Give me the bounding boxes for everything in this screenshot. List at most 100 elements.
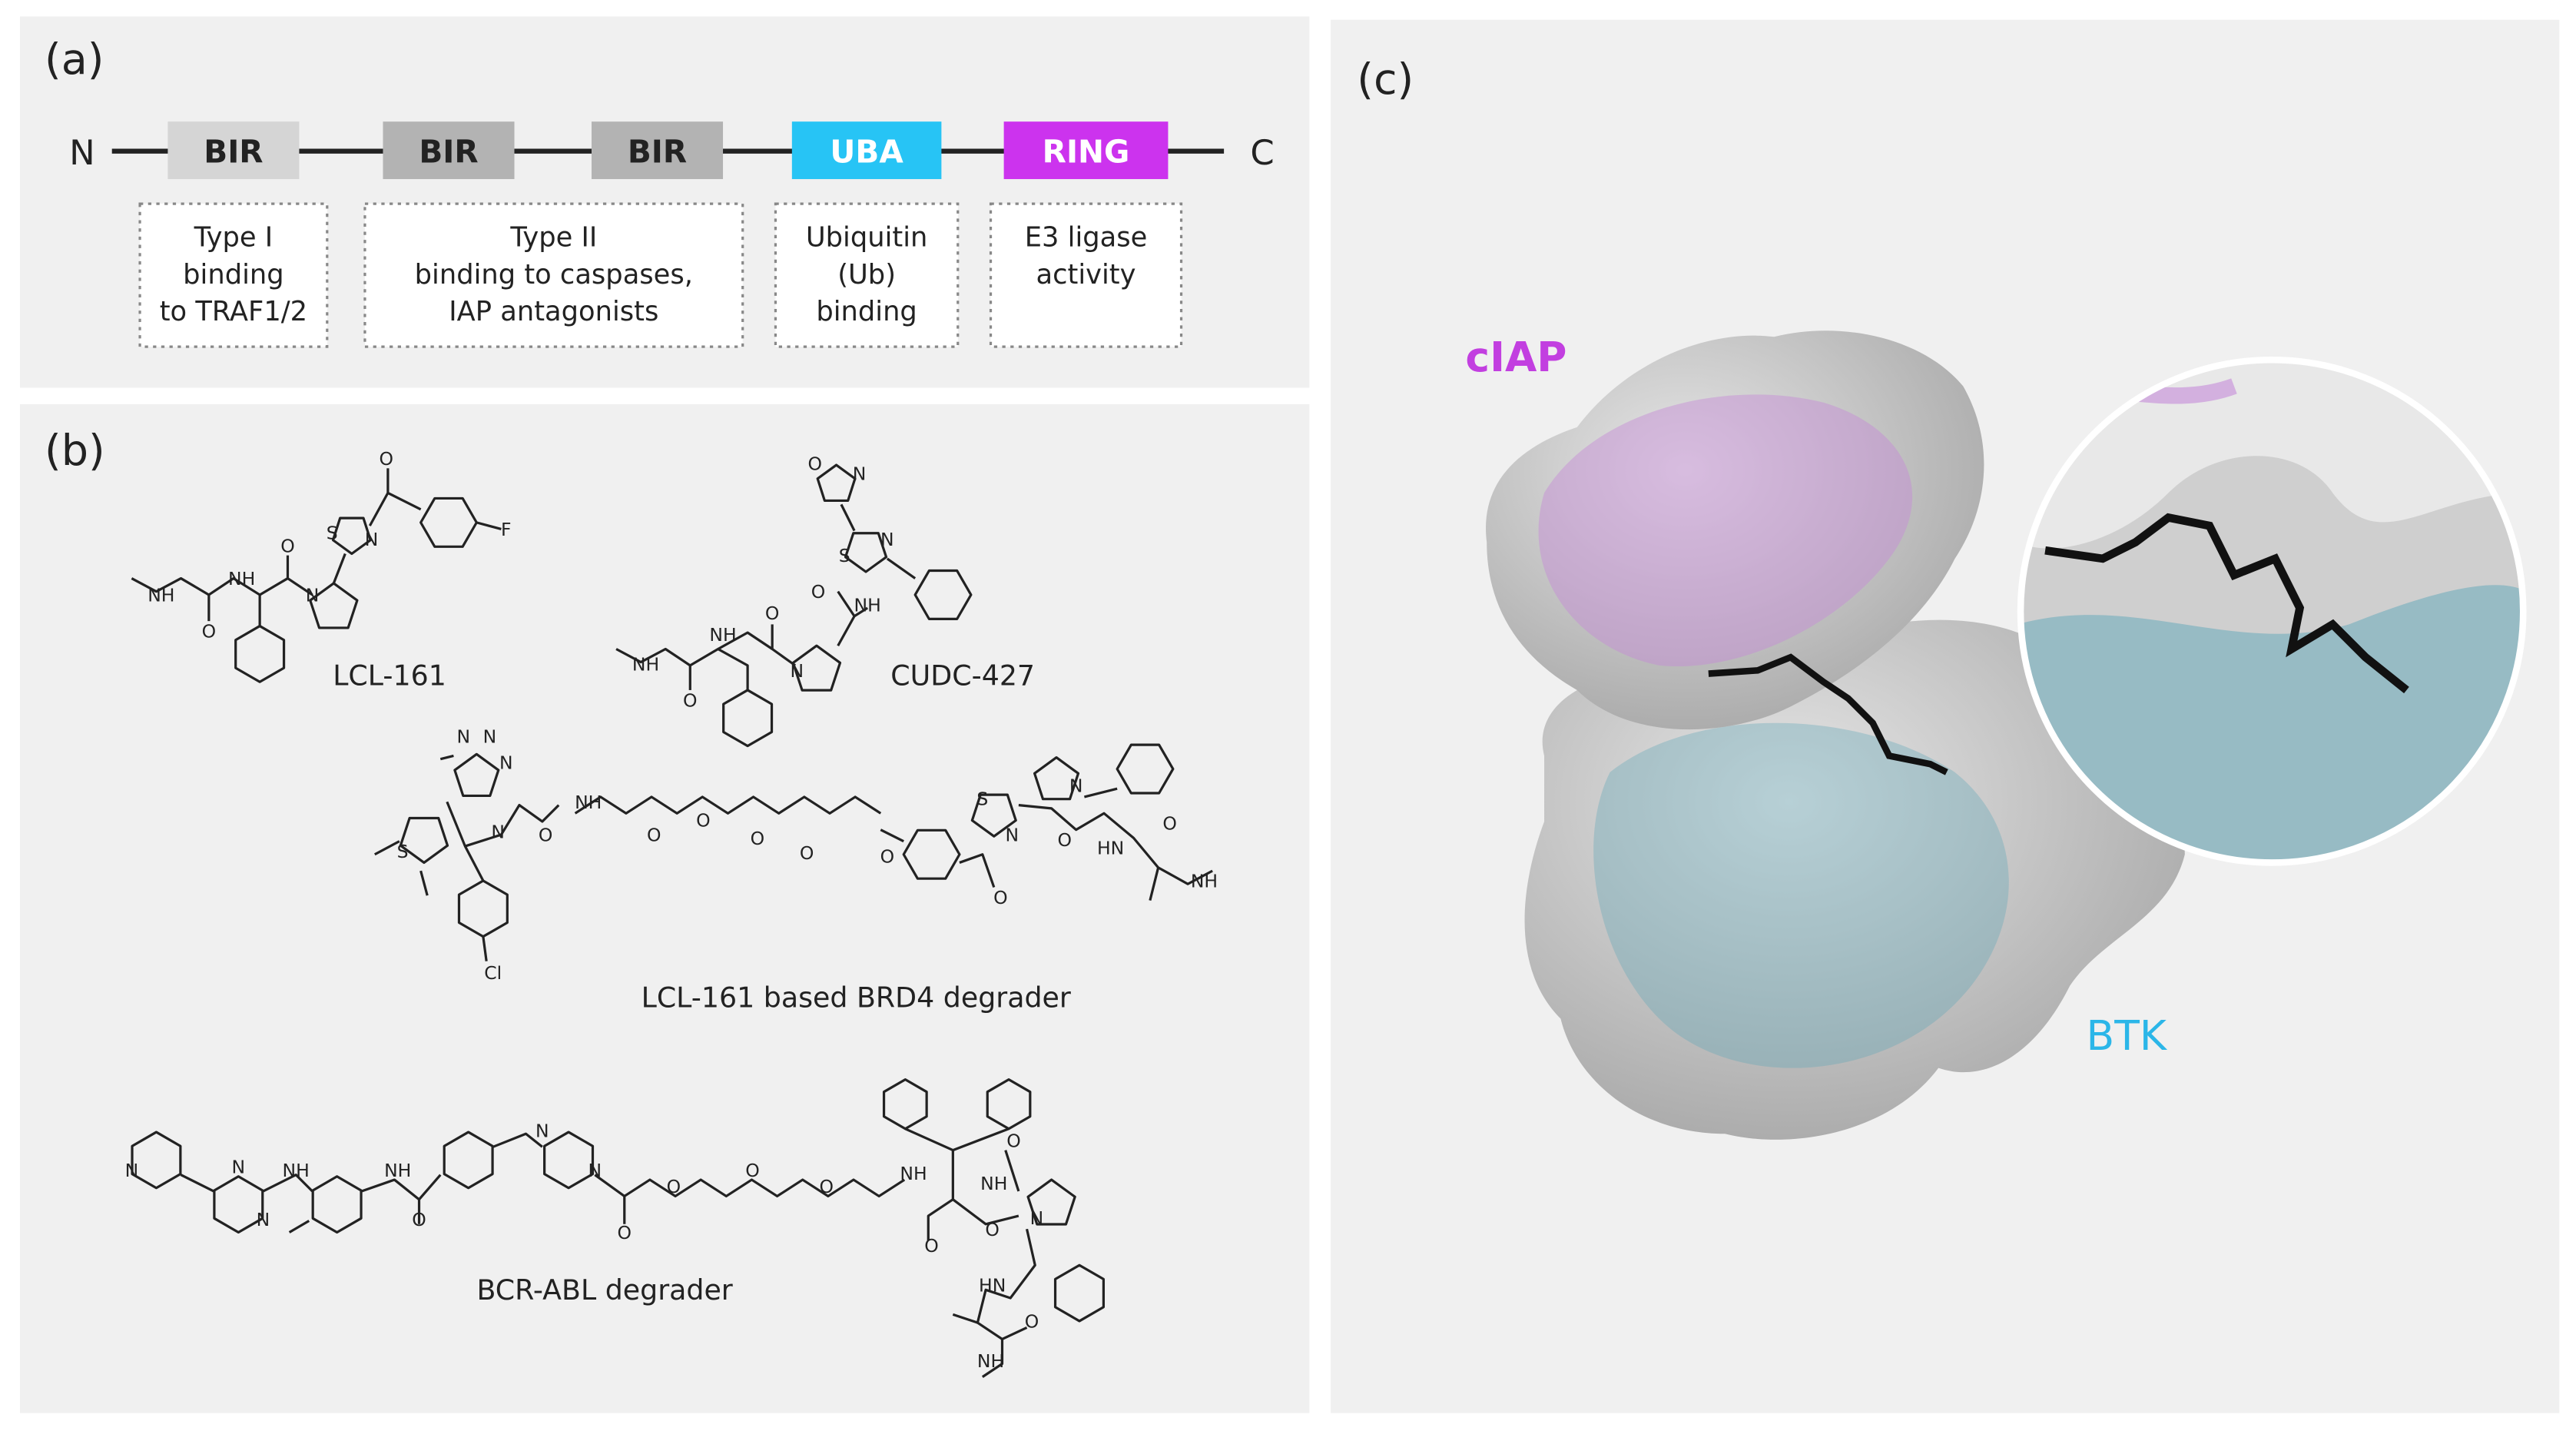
ring-bond: [913, 569, 973, 620]
chain-bond: [180, 1174, 214, 1193]
chain-bond: [1149, 867, 1160, 901]
atom-label: NH: [900, 1163, 927, 1184]
atom-label: O: [808, 453, 823, 474]
chain-bond: [332, 553, 346, 584]
ring-bond: [1033, 756, 1080, 801]
domain-bir: BIR: [167, 121, 300, 180]
ring-bond: [816, 463, 857, 503]
molecule-name-cudc427: CUDC-427: [890, 659, 1035, 692]
atom-label: N: [499, 752, 513, 774]
chain-bond: [476, 521, 502, 530]
chain-bond: [854, 606, 869, 618]
atom-label: NH: [854, 594, 881, 616]
chain-bond: [574, 795, 882, 815]
atom-label: N: [1069, 775, 1083, 797]
ring-bond: [309, 582, 359, 629]
domain-label: BIR: [628, 134, 687, 171]
atom-label: O: [993, 887, 1008, 908]
atom-label: S: [839, 545, 850, 566]
atom-label: NH: [632, 653, 659, 675]
atom-label: S: [976, 789, 988, 810]
ring-bond: [331, 516, 372, 556]
chain-bond: [840, 503, 856, 532]
ring-bond: [791, 644, 842, 692]
ring-bond: [902, 828, 961, 880]
domain-label: BIR: [204, 134, 263, 171]
atom-label: O: [985, 1219, 1000, 1240]
atom-label: O: [924, 1235, 939, 1257]
ring-bond: [419, 496, 478, 548]
annotation-line: binding: [183, 259, 283, 291]
atom-label: N: [306, 584, 320, 606]
atom-label: HN: [1097, 838, 1124, 859]
ring-bond: [453, 752, 500, 798]
ring-bond: [844, 532, 888, 573]
panel-a-label: (a): [45, 35, 104, 85]
atom-label: O: [412, 1209, 426, 1230]
zoom-inset: [2021, 360, 2524, 863]
panel-a: (a) N C BIR BIR BIR UBA RING Type I binding to…: [19, 16, 1310, 388]
ring-bond: [443, 1131, 494, 1190]
atom-label: N: [456, 725, 470, 747]
chain-bond: [288, 1220, 310, 1233]
panel-b-background: [19, 403, 1310, 1413]
atom-label: N: [483, 725, 497, 747]
annotation-line: Ubiquitin: [806, 222, 928, 254]
domain-ring: RING: [1003, 121, 1169, 180]
chain-bond: [439, 754, 454, 761]
atom-label: O: [800, 842, 814, 864]
atom-label: O: [765, 603, 780, 624]
domain-label: UBA: [830, 134, 903, 171]
annotation-line: to TRAF1/2: [160, 296, 307, 327]
ring-bond: [234, 624, 286, 683]
ring-bond: [722, 689, 774, 748]
n-terminus-label: N: [69, 132, 95, 173]
chain-bond: [262, 1174, 313, 1193]
ciap-label: cIAP: [1465, 333, 1566, 381]
atom-label: O: [202, 621, 217, 642]
chain-bond: [482, 936, 488, 961]
btk-surface: [1524, 619, 2185, 1140]
atom-label: O: [683, 689, 698, 711]
c-terminus-label: C: [1250, 132, 1274, 173]
atom-label: N: [232, 1157, 246, 1178]
annotation-line: Type I: [194, 222, 274, 254]
atom-label: S: [327, 522, 338, 543]
atom-label: NH: [977, 1350, 1004, 1372]
chain-bond: [1018, 804, 1213, 885]
ciap-surface: [1486, 330, 1984, 730]
ring-bond: [311, 1175, 363, 1234]
atom-label: N: [790, 660, 804, 682]
atom-label: O: [1057, 829, 1072, 851]
ring-bond: [1053, 1263, 1106, 1323]
chain-bond: [1004, 1150, 1020, 1192]
domain-uba: UBA: [791, 121, 942, 180]
chain-bond: [981, 1339, 1004, 1378]
panel-c-label: (c): [1357, 55, 1414, 105]
btk-label: BTK: [2087, 1011, 2168, 1060]
domain-bir: BIR: [383, 121, 515, 180]
atom-label: HN: [979, 1274, 1006, 1296]
ring-bond: [986, 1078, 1032, 1131]
atom-label: N: [588, 1160, 602, 1181]
atom-label: F: [501, 519, 512, 540]
atom-label: Cl: [484, 962, 502, 984]
chain-bond: [880, 828, 904, 843]
ring-bond: [543, 1131, 595, 1190]
zoom-inset-border: [2017, 356, 2527, 866]
ring-bond: [882, 1078, 928, 1131]
chain-bond: [492, 1132, 543, 1148]
molecule-name-brd4-degrader: LCL-161 based BRD4 degrader: [642, 981, 1071, 1014]
chain-bond: [419, 870, 429, 896]
chain-bond: [951, 1150, 1019, 1226]
domain-annotation-box: Ubiquitin(Ub)binding: [774, 202, 960, 348]
chain-bond: [959, 853, 996, 888]
ring-bond: [1026, 1178, 1076, 1226]
chain-bond: [374, 840, 400, 856]
atom-label: O: [819, 1176, 834, 1197]
